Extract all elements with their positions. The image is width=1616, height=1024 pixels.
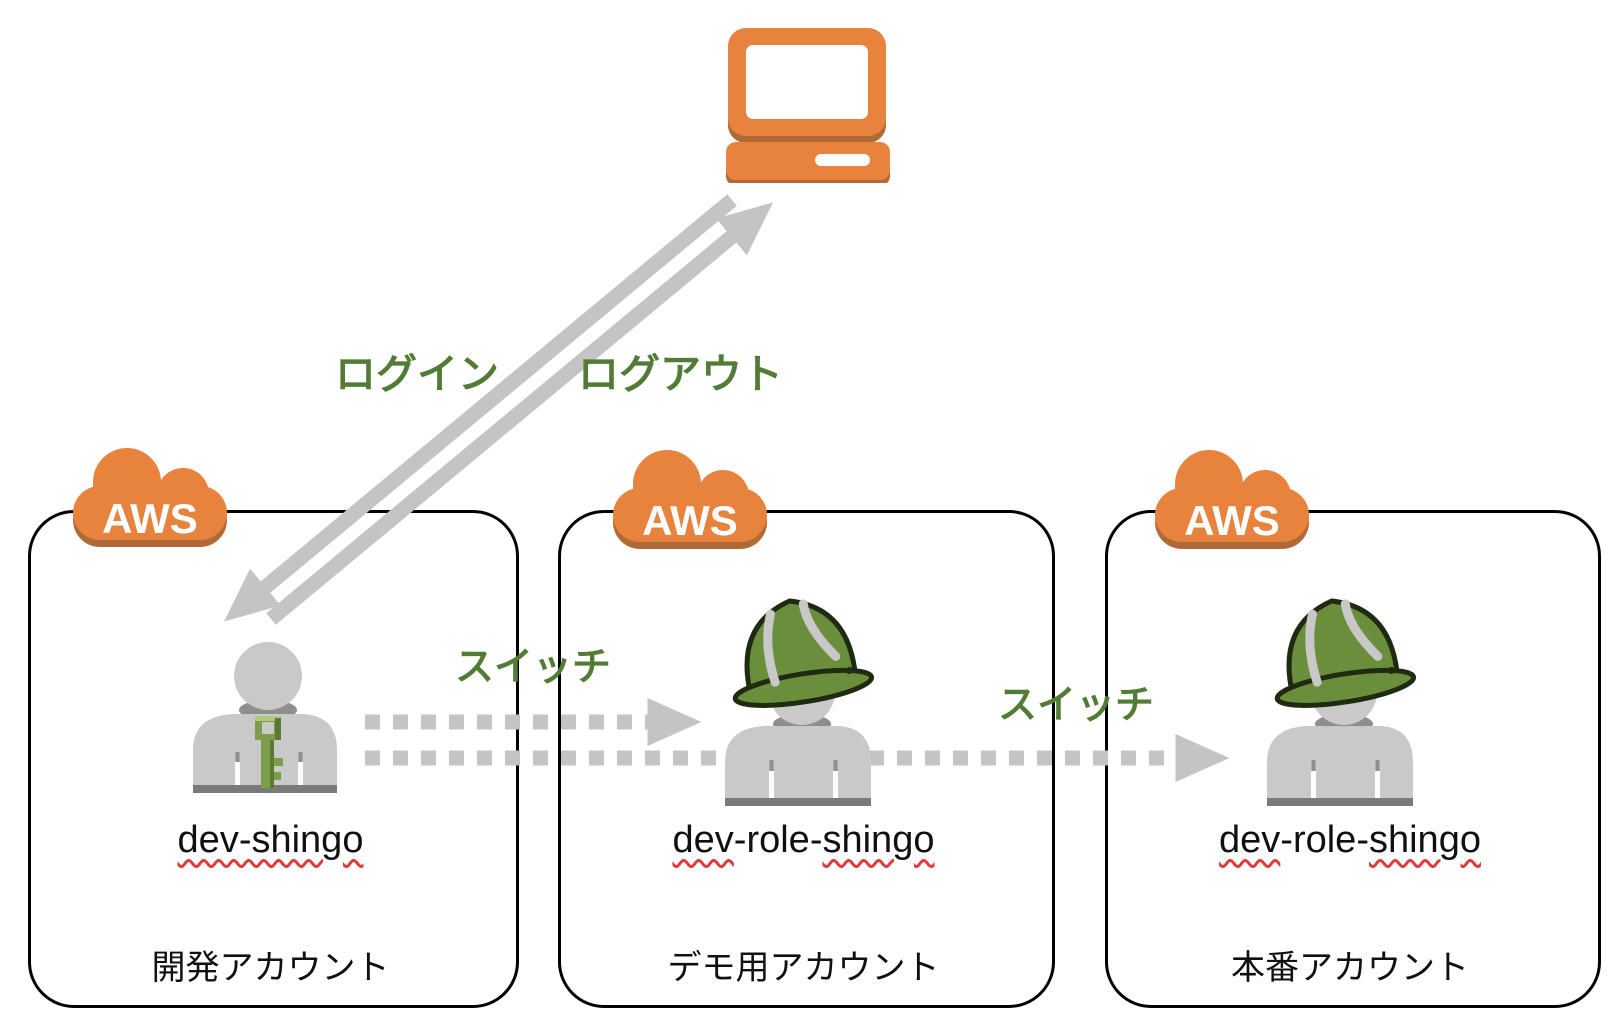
account-label-demo: デモ用アカウント [667,949,940,987]
aws-cloud-label: AWS [1184,497,1280,544]
aws-cloud-icon-demo: AWS [613,450,767,549]
user-name-dev-role-shingo-prod: dev-role-shingo [1219,819,1481,861]
account-label-production: 本番アカウント [1231,949,1469,987]
iam-user-icon [193,642,337,793]
switch-label-dev-to-demo: スイッチ [454,646,611,689]
hard-hat-icon [1274,598,1417,708]
aws-cloud-icon-production: AWS [1155,450,1309,549]
iam-role-icon [725,598,875,806]
hard-hat-icon [732,598,875,708]
switch-label-demo-to-prod: スイッチ [997,684,1154,727]
role-body [1267,726,1413,806]
laptop-icon [726,28,890,183]
user-head [234,642,302,710]
key-icon [255,716,283,788]
logout-label: ログアウト [578,351,783,397]
iam-role-icon [1267,598,1417,806]
user-name-dev-role-shingo-demo: dev-role-shingo [672,819,935,861]
aws-cloud-icon-development: AWS [73,448,227,547]
aws-cloud-label: AWS [642,497,738,544]
aws-cloud-label: AWS [102,495,198,542]
user-name-dev-shingo: dev-shingo [177,819,364,861]
role-body [725,726,871,806]
account-label-development: 開発アカウント [151,949,390,987]
login-label: ログイン [335,351,499,397]
